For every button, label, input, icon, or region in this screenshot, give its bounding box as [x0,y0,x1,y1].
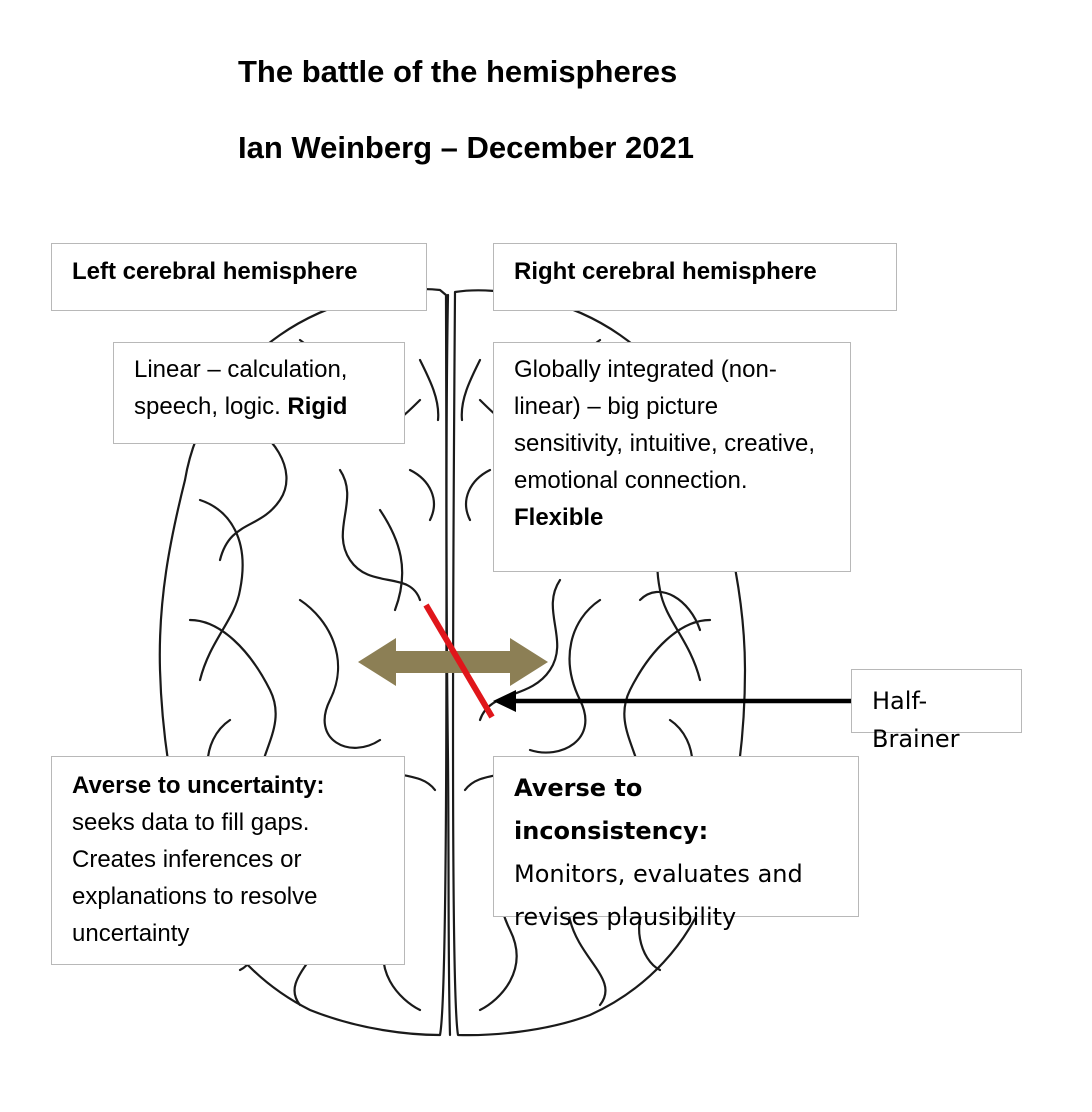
block-line [423,603,495,719]
page-subtitle: Ian Weinberg – December 2021 [238,130,695,165]
left-trait-keyword: Rigid [287,393,348,420]
right-hemisphere-header: Right cerebral hemisphere [493,243,897,311]
half-brainer-label: Half-Brainer [851,669,1022,753]
right-averse-heading: Averse to inconsistency: [514,774,709,845]
right-trait-keyword: Flexible [514,504,604,531]
right-averse-box: Averse to inconsistency: Monitors, evalu… [493,756,859,931]
left-averse-text: seeks data to fill gaps. Creates inferen… [72,809,318,947]
right-averse-text: Monitors, evaluates and revises plausibi… [514,860,803,931]
double-arrow [358,638,548,686]
right-trait-box: Globally integrated (non-linear) – big p… [493,342,851,572]
left-averse-box: Averse to uncertainty: seeks data to fil… [51,756,405,965]
left-averse-heading: Averse to uncertainty: [72,772,325,799]
pointer-arrowhead [493,690,516,712]
page-title: The battle of the hemispheres [238,54,678,89]
left-trait-box: Linear – calculation, speech, logic. Rig… [113,342,405,444]
left-hemisphere-header: Left cerebral hemisphere [51,243,427,311]
